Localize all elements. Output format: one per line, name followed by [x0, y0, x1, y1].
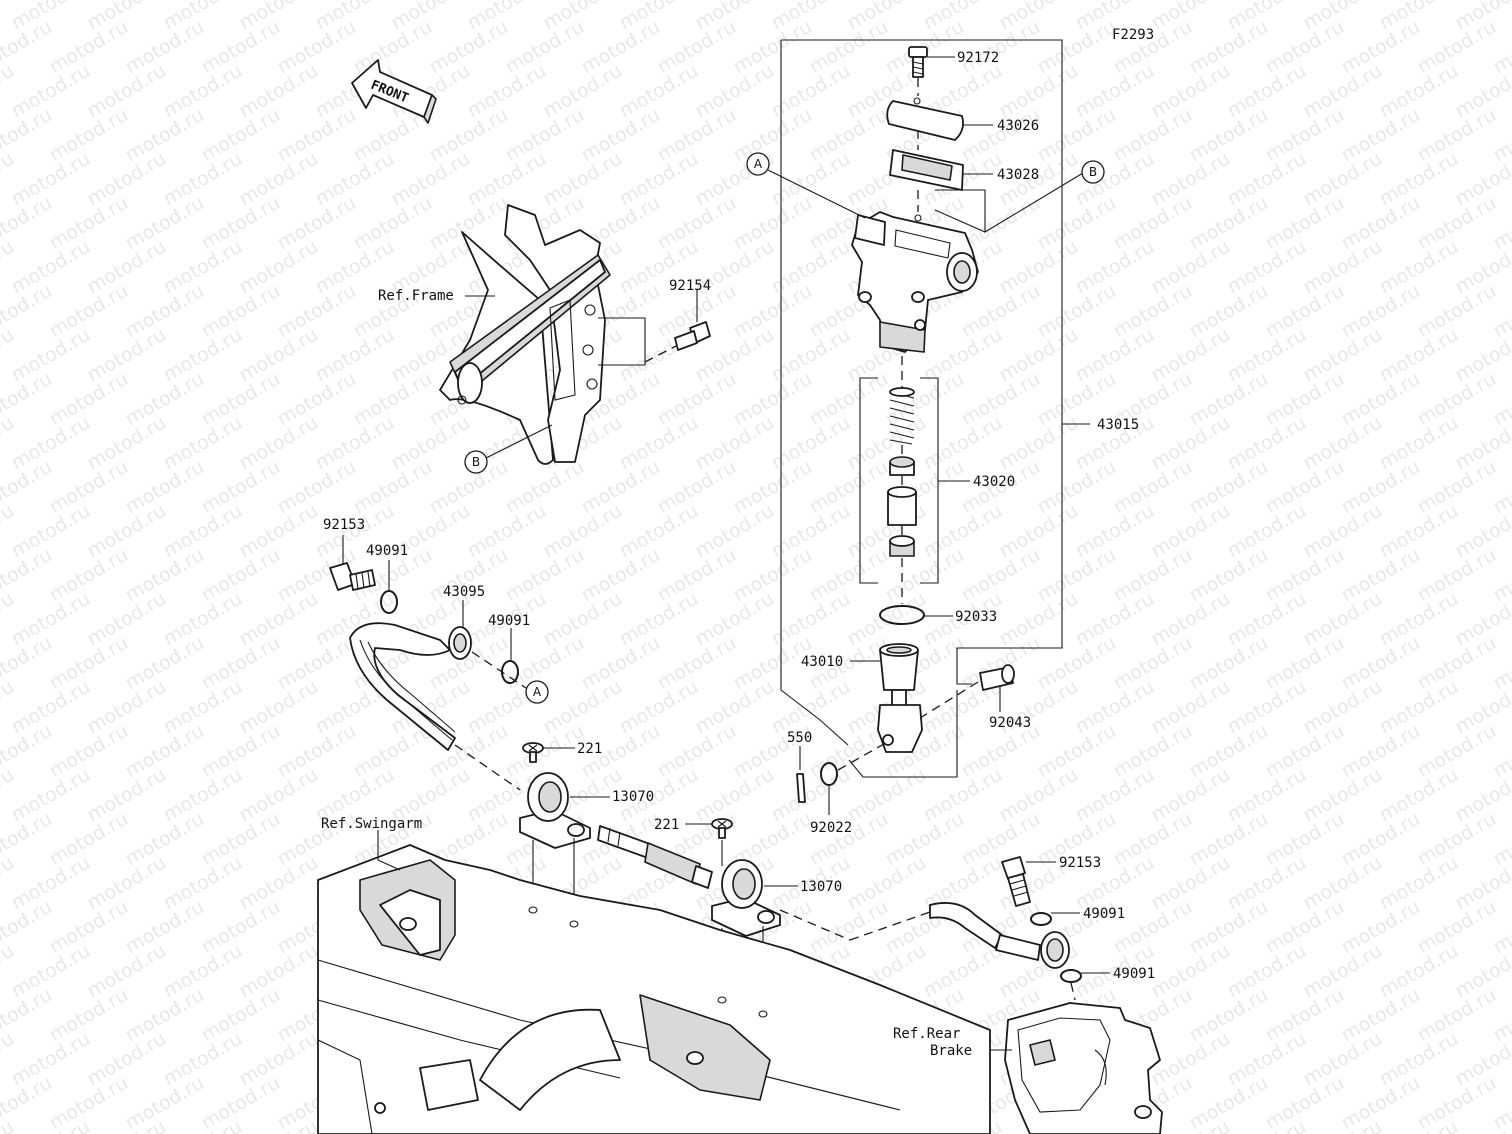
label-43015: 43015: [1097, 417, 1139, 433]
label-49091-a: 49091: [366, 543, 408, 559]
piston-kit-43020: [859, 356, 970, 604]
leader-b-top: [935, 172, 1084, 233]
clamp-13070-b: [711, 859, 931, 1012]
banjo-bolt-92153-bottom: [1001, 856, 1056, 907]
callout-a-top: A: [746, 152, 770, 176]
label-92033: 92033: [955, 609, 997, 625]
callout-b-frame: B: [464, 424, 553, 474]
swingarm-reference: [317, 830, 991, 1134]
pin-92043: [919, 664, 1015, 719]
label-49091-d: 49091: [1113, 966, 1155, 982]
label-ref-swingarm: Ref.Swingarm: [321, 816, 422, 832]
label-43020: 43020: [973, 474, 1015, 490]
callout-b-top: B: [1081, 160, 1105, 184]
label-550: 550: [787, 730, 812, 746]
washer-49091-d: [1060, 969, 1110, 1001]
label-49091-c: 49091: [1083, 906, 1125, 922]
brake-hose-43095: [349, 600, 521, 791]
cap-43026: [886, 97, 993, 150]
frame-reference: [439, 204, 611, 465]
label-ref-frame: Ref.Frame: [378, 288, 454, 304]
master-cylinder-body: [851, 211, 979, 353]
label-13070-a: 13070: [612, 789, 654, 805]
label-49091-b: 49091: [488, 613, 530, 629]
label-92043: 92043: [989, 715, 1031, 731]
bolt-92172: [908, 46, 955, 96]
leader-a-top: [767, 169, 866, 219]
callout-a-text: A: [754, 157, 763, 171]
hose-sleeve: [597, 825, 713, 889]
label-92153-bottom: 92153: [1059, 855, 1101, 871]
banjo-bolt-92153-top: [329, 535, 376, 591]
rear-brake-caliper: [982, 1002, 1163, 1134]
label-92154: 92154: [669, 278, 711, 294]
label-brake: Brake: [930, 1043, 972, 1059]
label-43095: 43095: [443, 584, 485, 600]
figure-code: F2293: [1112, 27, 1154, 43]
label-221-a: 221: [577, 741, 602, 757]
washer-49091-a: [380, 560, 398, 614]
washer-49091-c: [1030, 912, 1080, 926]
callout-b-text: B: [1089, 165, 1097, 179]
watermark-text: motod.ru: [0, 1116, 18, 1134]
cotter-pin-550: [796, 746, 806, 803]
circlip-92033: [879, 605, 953, 625]
label-ref-rear: Ref.Rear: [893, 1026, 960, 1042]
washer-49091-b: [471, 628, 527, 689]
label-43010: 43010: [801, 654, 843, 670]
screw-221-a: [522, 742, 575, 763]
svg-text:A: A: [533, 685, 542, 699]
screw-221-b: [685, 818, 733, 866]
label-43028: 43028: [997, 167, 1039, 183]
label-13070-b: 13070: [800, 879, 842, 895]
assembly-43015-bracket: [780, 39, 1090, 778]
label-92153-top: 92153: [323, 517, 365, 533]
front-arrow-icon: FRONT: [351, 59, 437, 124]
bolt-92154: [598, 290, 711, 366]
push-rod-43010: [850, 643, 923, 753]
label-43026: 43026: [997, 118, 1039, 134]
brake-hose-lower-end: [929, 902, 1070, 969]
label-92172: 92172: [957, 50, 999, 66]
svg-text:B: B: [472, 455, 480, 469]
label-92022: 92022: [810, 820, 852, 836]
washer-92022: [820, 743, 885, 815]
callout-a-hose: A: [525, 680, 549, 704]
label-221-b: 221: [654, 817, 679, 833]
